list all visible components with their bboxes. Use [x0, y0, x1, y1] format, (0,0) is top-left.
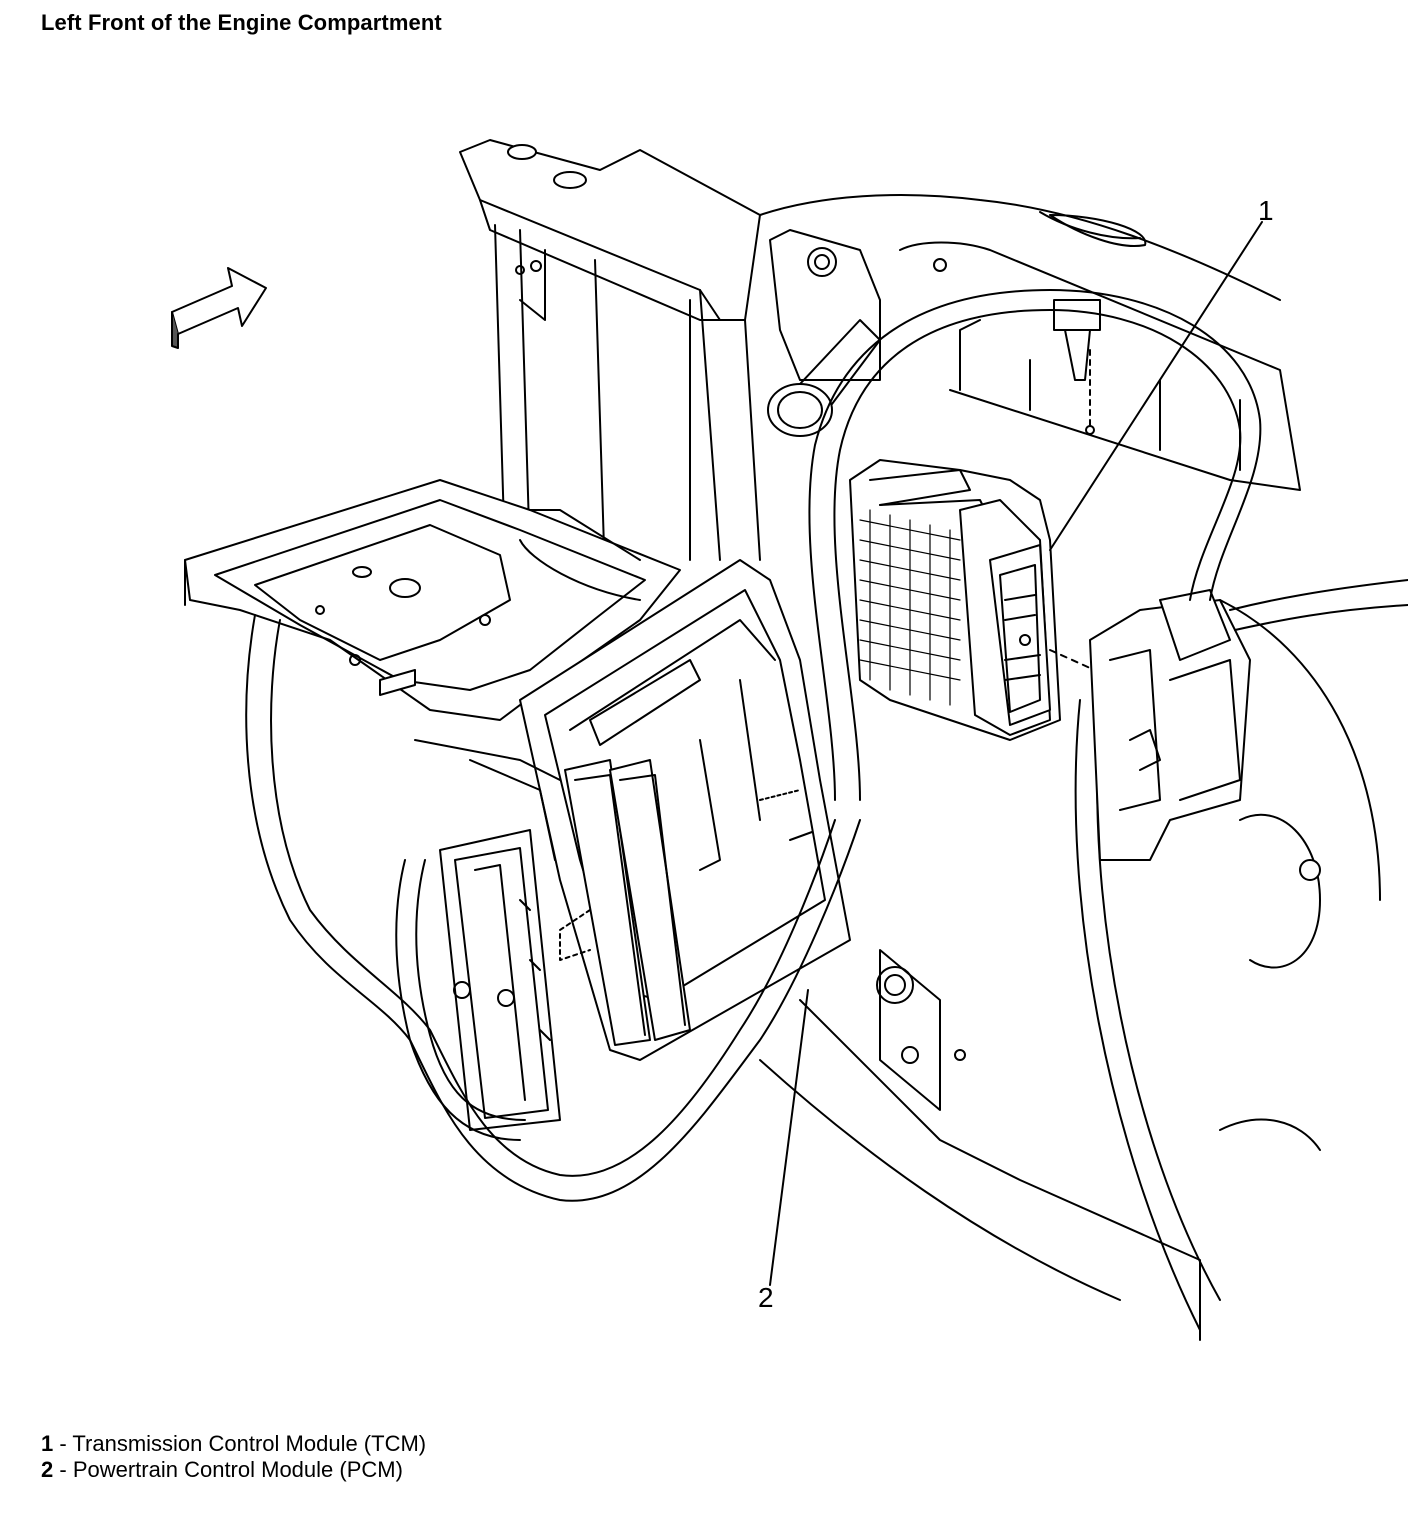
radiator-support [459, 139, 761, 581]
tcm-module [849, 459, 1091, 741]
callout-2: 2 [758, 1282, 774, 1313]
forward-arrow-icon [171, 267, 267, 349]
pcm-module [414, 559, 851, 1061]
legend-item: 2 - Powertrain Control Module (PCM) [41, 1457, 426, 1483]
legend-separator: - [53, 1457, 73, 1482]
callout-1: 1 [1258, 195, 1274, 226]
figure-title: Left Front of the Engine Compartment [41, 10, 442, 35]
legend-number: 2 [41, 1457, 54, 1482]
wheelhouse-panel [759, 194, 1301, 491]
pcm-harness-connector [439, 829, 591, 1131]
legend-text: Transmission Control Module (TCM) [72, 1431, 427, 1456]
legend-text: Powertrain Control Module (PCM) [72, 1457, 403, 1482]
leader-line-1 [1049, 221, 1263, 551]
legend-separator: - [53, 1431, 73, 1456]
legend-number: 1 [41, 1431, 54, 1456]
battery-tray [184, 479, 681, 721]
legend: 1 - Transmission Control Module (TCM) 2 … [41, 1431, 426, 1483]
wiring-harness [245, 289, 1408, 1202]
tcm-side-connector [1089, 589, 1251, 861]
leader-line-2 [769, 989, 809, 1286]
legend-item: 1 - Transmission Control Module (TCM) [41, 1431, 426, 1457]
